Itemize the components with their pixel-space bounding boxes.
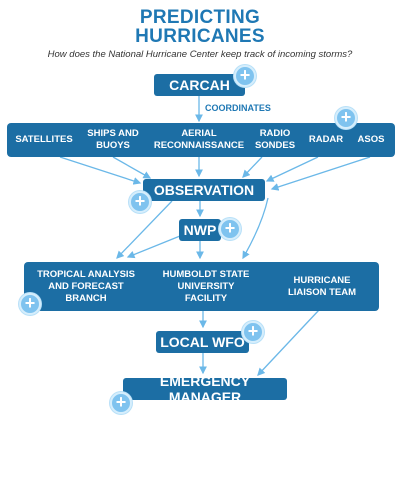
arrow-hlt-emergency (257, 309, 320, 376)
source-asos: ASOS (357, 134, 385, 145)
arrow-asos-observation (270, 156, 371, 191)
expand-nwp-icon[interactable]: + (219, 218, 241, 240)
coordinates-label: COORDINATES (205, 103, 271, 113)
nwp-box: NWP (179, 219, 221, 241)
expand-tafb-icon[interactable]: + (19, 293, 41, 315)
emergency-manager-box: EMERGENCY MANAGER (123, 373, 287, 405)
expand-carcah-icon[interactable]: + (234, 65, 256, 87)
arrow-nwp-tafb (126, 235, 181, 259)
branch-tafb: TROPICAL ANALYSIS AND FORECAST BRANCH (37, 268, 135, 304)
expand-observation-icon[interactable]: + (129, 191, 151, 213)
page-title-line1: PREDICTING (139, 7, 261, 28)
observation-box: OBSERVATION (143, 179, 265, 201)
source-radar: RADAR (308, 134, 344, 145)
local-wfo-box: LOCAL WFO (156, 331, 249, 353)
page-title-line2: HURRICANES (135, 26, 265, 47)
source-ships-buoys: SHIPS AND BUOYS (87, 128, 139, 151)
branch-hurricane-liaison: HURRICANE LIAISON TEAM (287, 274, 357, 298)
arrow-radiosondes-observation (242, 156, 263, 178)
arrow-radar-observation (265, 156, 319, 182)
arrow-observation-tafb (116, 200, 173, 259)
expand-emergency-manager-icon[interactable]: + (110, 392, 132, 414)
centers-bar (24, 262, 379, 311)
page-subtitle: How does the National Hurricane Center k… (47, 49, 353, 60)
arrow-satellites-observation (59, 156, 142, 185)
source-radio-sondes: RADIO SONDES (254, 128, 296, 151)
expand-local-wfo-icon[interactable]: + (242, 321, 264, 343)
arrow-ships-observation (112, 156, 152, 179)
expand-radar-icon[interactable]: + (335, 107, 357, 129)
arrow-observation-hlt (242, 197, 269, 260)
sources-bar (7, 123, 395, 157)
source-aerial-reconnaissance: AERIAL RECONNAISSANCE (153, 128, 245, 151)
branch-humboldt: HUMBOLDT STATE UNIVERSITY FACILITY (162, 268, 250, 304)
source-satellites: SATELLITES (15, 134, 73, 145)
carcah-box: CARCAH (154, 74, 245, 96)
